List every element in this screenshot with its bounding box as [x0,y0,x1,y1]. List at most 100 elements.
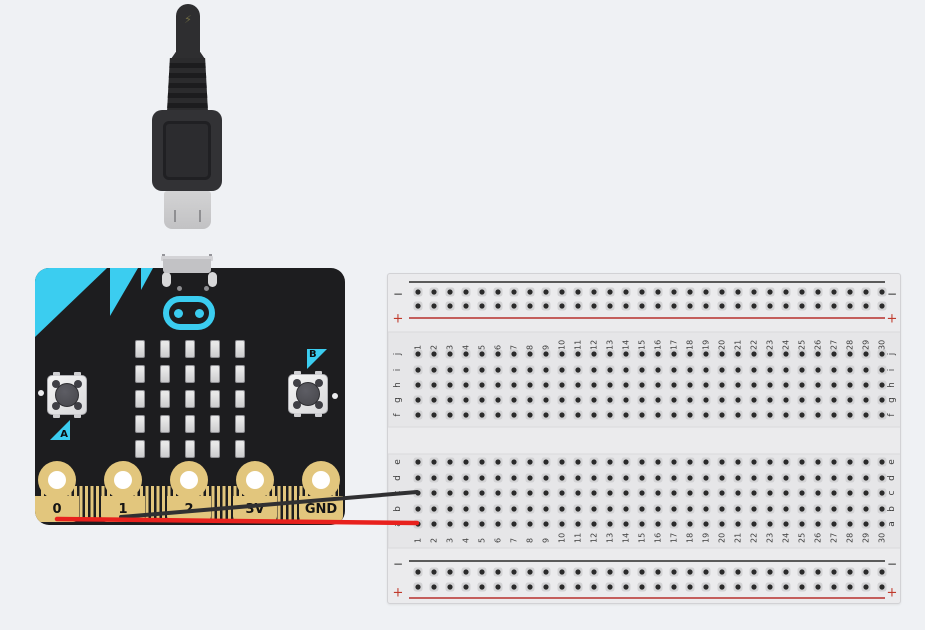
bb-hole-d8[interactable] [525,473,535,483]
bb-hole-j27[interactable] [829,349,839,359]
bb-hole-h26[interactable] [813,380,823,390]
bb-rail-top-neg-3[interactable] [445,287,455,297]
bb-hole-i5[interactable] [477,365,487,375]
bb-rail-top-pos-26[interactable] [813,301,823,311]
bb-rail-top-neg-11[interactable] [573,287,583,297]
bb-hole-b5[interactable] [477,504,487,514]
bb-hole-a20[interactable] [717,519,727,529]
bb-rail-top-pos-3[interactable] [445,301,455,311]
bb-hole-h29[interactable] [861,380,871,390]
bb-hole-j12[interactable] [589,349,599,359]
bb-hole-h15[interactable] [637,380,647,390]
bb-hole-d21[interactable] [733,473,743,483]
bb-hole-h12[interactable] [589,380,599,390]
bb-hole-c22[interactable] [749,488,759,498]
bb-hole-f28[interactable] [845,410,855,420]
pin-2[interactable]: 2 [167,461,211,525]
bb-hole-g3[interactable] [445,395,455,405]
bb-hole-i22[interactable] [749,365,759,375]
bb-hole-j1[interactable] [413,349,423,359]
bb-hole-b22[interactable] [749,504,759,514]
bb-hole-g17[interactable] [669,395,679,405]
bb-hole-c4[interactable] [461,488,471,498]
bb-rail-top-neg-24[interactable] [781,287,791,297]
bb-hole-j2[interactable] [429,349,439,359]
bb-rail-bottom-neg-17[interactable] [669,567,679,577]
bb-hole-h10[interactable] [557,380,567,390]
bb-hole-j6[interactable] [493,349,503,359]
bb-rail-top-neg-5[interactable] [477,287,487,297]
bb-hole-f29[interactable] [861,410,871,420]
bb-rail-top-pos-4[interactable] [461,301,471,311]
bb-hole-f18[interactable] [685,410,695,420]
bb-hole-j30[interactable] [877,349,887,359]
bb-hole-a12[interactable] [589,519,599,529]
bb-hole-i23[interactable] [765,365,775,375]
bb-rail-top-pos-7[interactable] [509,301,519,311]
bb-hole-b1[interactable] [413,504,423,514]
bb-hole-j9[interactable] [541,349,551,359]
bb-hole-a7[interactable] [509,519,519,529]
bb-hole-i25[interactable] [797,365,807,375]
bb-rail-bottom-pos-21[interactable] [733,582,743,592]
bb-hole-j13[interactable] [605,349,615,359]
bb-hole-g8[interactable] [525,395,535,405]
bb-rail-top-pos-17[interactable] [669,301,679,311]
bb-hole-g29[interactable] [861,395,871,405]
bb-hole-d14[interactable] [621,473,631,483]
bb-rail-top-neg-19[interactable] [701,287,711,297]
bb-hole-f12[interactable] [589,410,599,420]
bb-hole-a8[interactable] [525,519,535,529]
bb-rail-top-pos-22[interactable] [749,301,759,311]
bb-rail-top-neg-12[interactable] [589,287,599,297]
bb-hole-e15[interactable] [637,457,647,467]
bb-hole-g4[interactable] [461,395,471,405]
bb-hole-g12[interactable] [589,395,599,405]
bb-hole-d7[interactable] [509,473,519,483]
bb-hole-e8[interactable] [525,457,535,467]
bb-hole-a24[interactable] [781,519,791,529]
bb-hole-g27[interactable] [829,395,839,405]
bb-hole-e6[interactable] [493,457,503,467]
bb-hole-b20[interactable] [717,504,727,514]
bb-hole-c14[interactable] [621,488,631,498]
bb-hole-e9[interactable] [541,457,551,467]
bb-hole-d5[interactable] [477,473,487,483]
bb-hole-b14[interactable] [621,504,631,514]
bb-hole-h19[interactable] [701,380,711,390]
bb-rail-bottom-pos-29[interactable] [861,582,871,592]
bb-rail-top-neg-9[interactable] [541,287,551,297]
bb-hole-h3[interactable] [445,380,455,390]
bb-hole-e21[interactable] [733,457,743,467]
bb-rail-top-pos-8[interactable] [525,301,535,311]
bb-hole-a1[interactable] [413,519,423,529]
bb-rail-top-pos-27[interactable] [829,301,839,311]
bb-rail-bottom-pos-15[interactable] [637,582,647,592]
bb-hole-e29[interactable] [861,457,871,467]
bb-rail-bottom-pos-4[interactable] [461,582,471,592]
bb-rail-bottom-pos-14[interactable] [621,582,631,592]
bb-hole-f6[interactable] [493,410,503,420]
bb-hole-j14[interactable] [621,349,631,359]
bb-hole-e20[interactable] [717,457,727,467]
bb-rail-top-neg-20[interactable] [717,287,727,297]
bb-hole-j11[interactable] [573,349,583,359]
bb-hole-f5[interactable] [477,410,487,420]
bb-hole-g11[interactable] [573,395,583,405]
bb-rail-bottom-neg-5[interactable] [477,567,487,577]
bb-hole-a15[interactable] [637,519,647,529]
bb-rail-top-pos-5[interactable] [477,301,487,311]
bb-hole-c24[interactable] [781,488,791,498]
bb-hole-g16[interactable] [653,395,663,405]
bb-rail-top-neg-30[interactable] [877,287,887,297]
bb-hole-a13[interactable] [605,519,615,529]
bb-hole-j24[interactable] [781,349,791,359]
bb-rail-top-pos-2[interactable] [429,301,439,311]
bb-hole-f2[interactable] [429,410,439,420]
bb-hole-b25[interactable] [797,504,807,514]
bb-hole-i10[interactable] [557,365,567,375]
bb-hole-g26[interactable] [813,395,823,405]
bb-hole-c29[interactable] [861,488,871,498]
bb-rail-bottom-pos-9[interactable] [541,582,551,592]
